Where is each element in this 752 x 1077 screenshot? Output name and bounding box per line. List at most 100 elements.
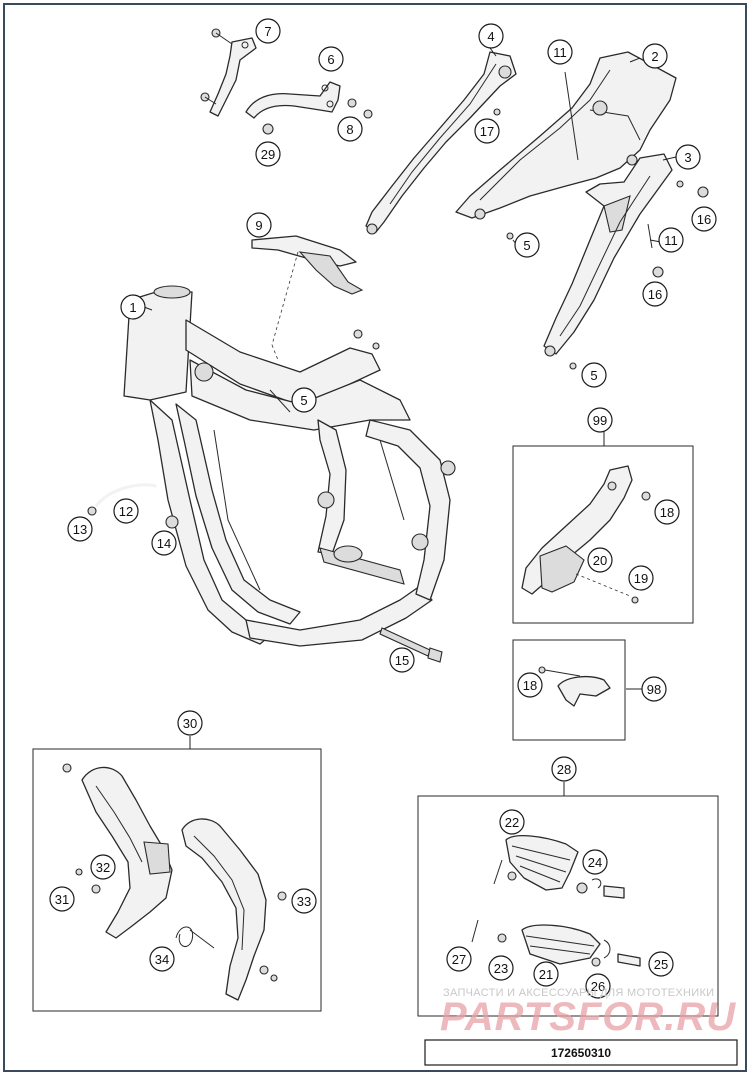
callout-label: 30 [183,716,197,731]
callout-8: 8 [337,116,363,142]
callout-98: 98 [641,676,667,702]
callout-29: 29 [255,141,281,167]
callout-label: 21 [539,967,553,982]
callout-99: 99 [587,407,613,433]
callout-34: 34 [149,946,175,972]
callout-label: 28 [557,762,571,777]
callout-16: 16 [642,281,668,307]
clip-13 [87,506,97,516]
diagram-frame [3,3,747,1072]
callout-7: 7 [255,18,281,44]
callout-32: 32 [90,854,116,880]
box-30 [32,748,322,1012]
strap-9 [251,235,364,346]
callout-17: 17 [474,118,500,144]
callout-2: 2 [642,43,668,69]
hose-12 [94,483,157,507]
callout-label: 1 [129,300,136,315]
callout-26: 26 [585,973,611,999]
callout-label: 5 [590,368,597,383]
callout-15: 15 [389,647,415,673]
callout-31: 31 [49,886,75,912]
callout-label: 99 [593,413,607,428]
box-98 [512,639,626,741]
box-99 [512,445,694,624]
callout-label: 27 [452,952,466,967]
callout-label: 5 [300,393,307,408]
callout-33: 33 [291,888,317,914]
callout-label: 25 [654,957,668,972]
callout-30: 30 [177,710,203,736]
footrest-21 [471,919,641,967]
callout-12: 12 [113,498,139,524]
chain-slider-20 [521,465,651,604]
main-frame-1 [123,285,456,647]
callout-28: 28 [551,756,577,782]
callout-label: 18 [523,678,537,693]
callout-label: 18 [660,505,674,520]
callout-label: 6 [327,52,334,67]
slider-98 [538,666,611,707]
callout-label: 22 [505,815,519,830]
callout-label: 19 [634,571,648,586]
callout-14: 14 [151,530,177,556]
nut-14 [165,515,179,529]
callout-label: 31 [55,892,69,907]
callout-11: 11 [547,39,573,65]
callout-label: 9 [255,218,262,233]
callout-16: 16 [691,206,717,232]
callout-22: 22 [499,809,525,835]
callout-3: 3 [675,144,701,170]
callout-label: 34 [155,952,169,967]
frame-protector-33 [181,818,287,1001]
callout-label: 32 [96,860,110,875]
callout-label: 23 [494,961,508,976]
callout-11: 11 [658,227,684,253]
callout-6: 6 [318,46,344,72]
callout-label: 20 [593,553,607,568]
watermark-caption: ЗАПЧАСТИ И АКСЕССУАРЫ ДЛЯ МОТОТЕХНИКИ [443,987,714,999]
callout-label: 16 [648,287,662,302]
callout-20: 20 [587,547,613,573]
callout-label: 17 [480,124,494,139]
callout-label: 24 [588,855,602,870]
callout-13: 13 [67,516,93,542]
callout-5: 5 [581,362,607,388]
callout-label: 12 [119,504,133,519]
callout-5: 5 [291,387,317,413]
callout-1: 1 [120,294,146,320]
part-code: 172650310 [551,1046,611,1060]
cable-tie-34 [175,926,215,949]
callout-4: 4 [478,23,504,49]
callout-label: 3 [684,150,691,165]
frame-protector-32 [62,763,173,939]
callout-label: 33 [297,894,311,909]
callout-label: 4 [487,29,494,44]
bracket-7 [200,28,257,117]
callout-label: 11 [664,233,678,248]
watermark-logo: PARTSFOR.RU [440,995,736,1039]
callout-9: 9 [246,212,272,238]
subframe-tube-4 [365,51,517,235]
footrest-22 [493,835,625,899]
callout-5: 5 [514,232,540,258]
callout-label: 29 [261,147,275,162]
callout-21: 21 [533,961,559,987]
callout-label: 14 [157,536,171,551]
callout-27: 27 [446,946,472,972]
subframe-3 [543,153,709,370]
callout-25: 25 [648,951,674,977]
callout-label: 5 [523,238,530,253]
part-code-box [424,1039,738,1066]
bolt-15 [379,627,443,663]
callout-18: 18 [654,499,680,525]
callout-label: 15 [395,653,409,668]
callout-24: 24 [582,849,608,875]
callout-19: 19 [628,565,654,591]
bracket-6 [245,81,373,135]
callout-label: 11 [553,45,567,60]
callout-label: 2 [651,49,658,64]
callout-bubbles: 1234555678911111213141516161718181920212… [49,18,717,999]
box-28 [417,795,719,1017]
